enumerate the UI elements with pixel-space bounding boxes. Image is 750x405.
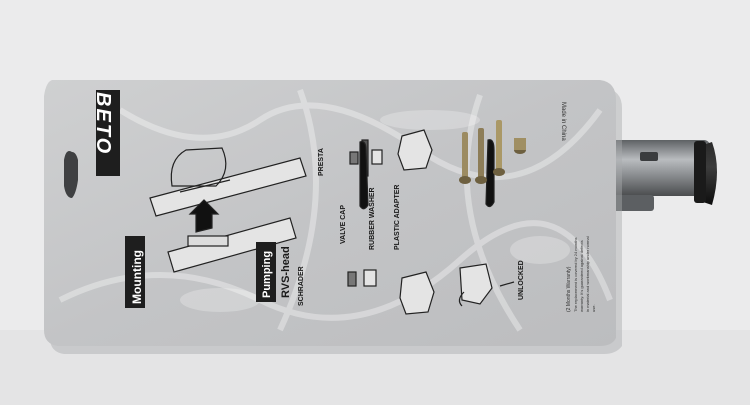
mounting-bar (125, 236, 145, 308)
valve-diagrams (347, 129, 515, 315)
mounting-label: Mounting (130, 250, 144, 304)
head-label: RVS-head (280, 246, 292, 298)
valve-cap-label: VALVE CAP (340, 204, 347, 244)
rubber-washer-label: RUBBER WASHER (369, 187, 376, 250)
presta-label: PRESTA (318, 148, 325, 176)
schrader-label: SCHRADER (298, 266, 305, 306)
brand-logo: BETO (92, 92, 114, 156)
warranty-text-3: in material and workmanship under normal (585, 236, 590, 312)
plastic-adapter-label: PLASTIC ADAPTER (394, 184, 401, 250)
mounting-diagram (149, 147, 307, 273)
brand-box (96, 90, 120, 176)
warranty-text-1: The replacement is covered by 24 months (573, 237, 578, 312)
pumping-label: Pumping (261, 250, 273, 298)
warranty-text-4: use. (591, 304, 596, 312)
made-in-label: Made in China (560, 102, 566, 141)
warranty-title: (2 Months Warranty) (566, 266, 572, 312)
unlocked-label: UNLOCKED (518, 260, 525, 300)
mounting-screws (459, 120, 526, 184)
hang-hole (64, 151, 78, 198)
warranty-text-2: warranty. It's guaranteed against defect… (579, 240, 584, 312)
pumping-bar (256, 242, 276, 302)
